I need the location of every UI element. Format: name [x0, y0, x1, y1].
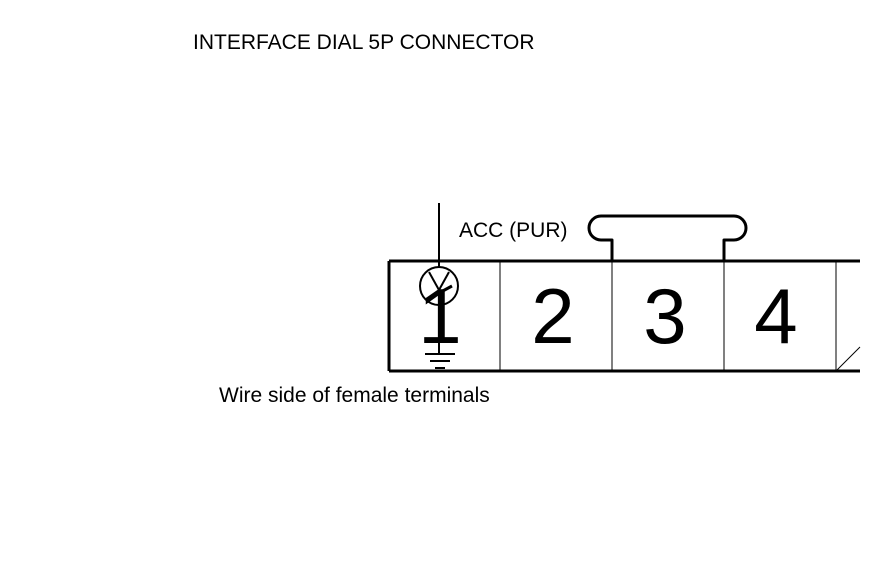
- diagram-caption: Wire side of female terminals: [219, 384, 490, 407]
- diagram-title: INTERFACE DIAL 5P CONNECTOR: [193, 31, 535, 54]
- ground-icon: [425, 340, 455, 369]
- jumper-wire: [587, 214, 748, 261]
- voltmeter-icon: [419, 203, 459, 306]
- terminal-label-4: 4: [754, 272, 797, 360]
- connector-housing: [387, 259, 861, 373]
- terminal-label-2: 2: [531, 272, 574, 360]
- terminal-label-3: 3: [643, 272, 686, 360]
- wire-label: ACC (PUR): [459, 219, 568, 242]
